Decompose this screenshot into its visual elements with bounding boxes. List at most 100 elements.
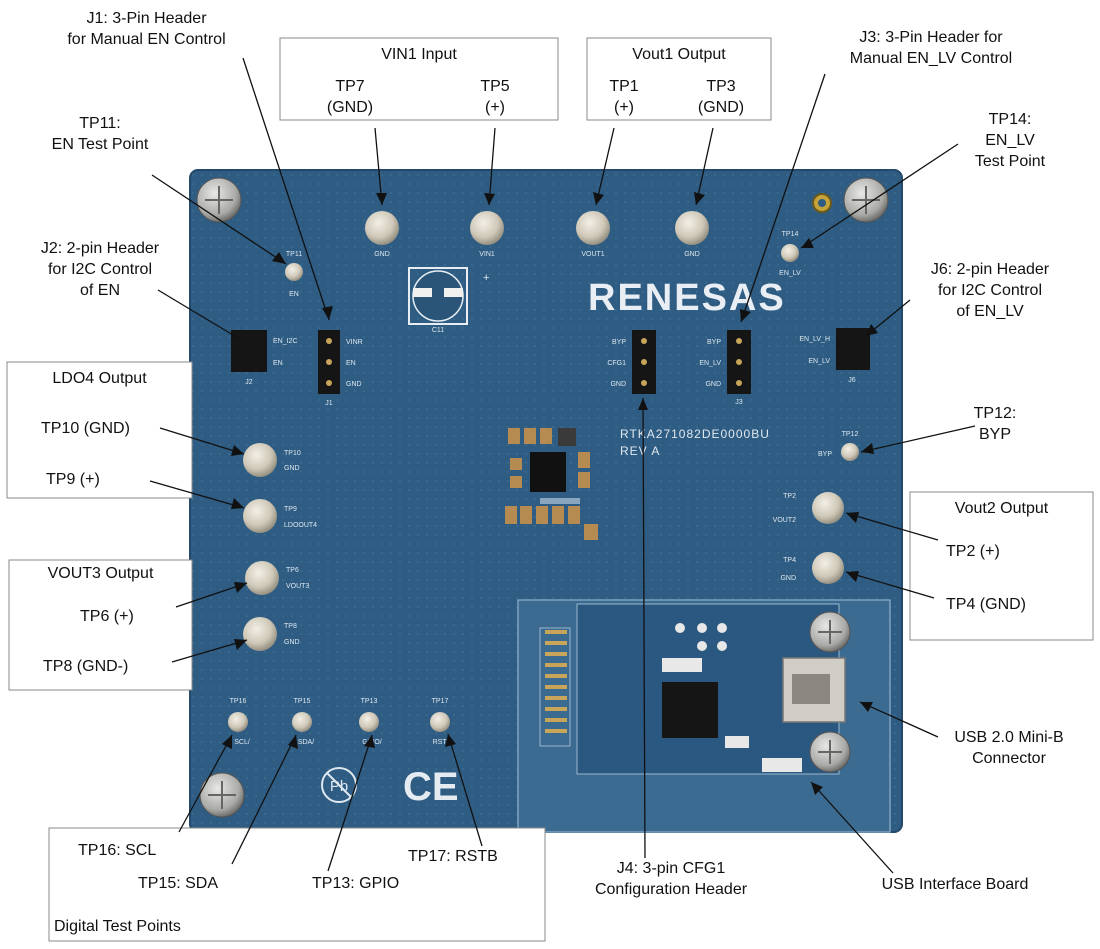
svg-text:GND: GND [346,381,362,388]
label-tp7: TP7(GND) [326,78,374,116]
svg-text:GND: GND [705,381,721,388]
silk-sda: SDA/ [298,739,314,746]
silk-tp12: TP12 [842,431,859,438]
silk-rstb: RSTB [433,739,452,746]
svg-text:EN: EN [273,360,283,367]
label-digital-test-points: Digital Test Points [54,918,181,935]
svg-text:VINR: VINR [346,339,363,346]
right-test-points [812,492,844,584]
silk-tp10-gnd: GND [284,465,300,472]
label-tp9: TP9 (+) [46,471,100,488]
label-tp11: TP11:EN Test Point [51,115,149,153]
silk-tp11: TP11 [286,251,302,258]
label-tp10: TP10 (GND) [41,420,130,437]
revision-silk: REV A [620,444,660,458]
silk-tp9: TP9 [284,506,297,513]
label-tp5: TP5(+) [480,78,510,116]
label-tp1: TP1(+) [609,78,639,116]
header-j1: VINR EN GND J1 [318,330,363,407]
top-test-points [365,211,709,245]
svg-text:C11: C11 [432,327,444,334]
label-tp15: TP15: SDA [138,875,219,892]
svg-text:CFG1: CFG1 [607,360,626,367]
silk-tp13: TP13 [361,698,378,705]
svg-text:EN_I2C: EN_I2C [273,338,298,345]
ic-cluster [505,428,598,540]
svg-text:EN_LV_H: EN_LV_H [799,336,830,343]
silk-tp6: TP6 [286,567,299,574]
svg-text:GND: GND [610,381,626,388]
silk-tp8-gnd: GND [284,639,300,646]
silk-en-lv: EN_LV [779,270,801,277]
callout-boxes [6,37,1094,942]
silk-tp5-vin1: VIN1 [479,251,495,258]
svg-text:J6: J6 [848,377,856,384]
header-j3: BYP EN_LV GND J3 [699,330,751,406]
silk-ldoout4: LDOOUT4 [284,522,317,529]
label-usb-interface-board: USB Interface Board [881,876,1029,893]
label-tp16: TP16: SCL [78,842,157,859]
silk-tp1-vout1: VOUT1 [581,251,604,258]
label-ldo4-output: LDO4 Output [52,370,147,387]
silk-tp8: TP8 [284,623,297,630]
svg-text:BYP: BYP [612,339,626,346]
label-tp2: TP2 (+) [946,543,1000,560]
svg-text:CE: CE [403,765,459,809]
label-vout1-output: Vout1 Output [632,46,726,63]
silk-scl: SCL/ [234,739,250,746]
label-tp3: TP3(GND) [697,78,745,116]
label-tp17: TP17: RSTB [408,848,498,865]
svg-text:+: + [483,272,489,284]
usb-interface-board [517,599,891,833]
label-tp13: TP13: GPIO [312,875,400,892]
svg-text:EN_LV: EN_LV [699,360,721,367]
label-tp6: TP6 (+) [80,608,134,625]
silk-tp4: TP4 [783,557,796,564]
renesas-logo: RENESAS [588,277,786,319]
silk-vout3: VOUT3 [286,583,309,590]
left-test-points [243,443,279,651]
part-number-silk: RTKA271082DE0000BU [620,427,770,441]
silk-vout2: VOUT2 [773,517,796,524]
svg-text:EN_LV: EN_LV [808,358,830,365]
arrowheads [222,192,878,795]
label-tp4: TP4 (GND) [946,596,1026,613]
silk-tp3-gnd: GND [684,251,700,258]
capacitor-c11: C11 + [408,267,489,334]
mounting-screws [196,177,889,818]
svg-text:J2: J2 [245,379,253,386]
label-vin1-input: VIN1 Input [381,46,457,63]
svg-text:J3: J3 [735,399,743,406]
svg-text:BYP: BYP [707,339,721,346]
silk-tp10: TP10 [284,450,301,457]
svg-text:J1: J1 [325,400,333,407]
silk-tp16: TP16 [230,698,247,705]
header-j4: BYP CFG1 GND [607,330,656,394]
silk-tp15: TP15 [294,698,311,705]
header-j6: EN_LV_H EN_LV J6 [799,328,870,384]
label-tp12: TP12:BYP [973,405,1017,443]
silk-tp17: TP17 [432,698,449,705]
small-test-points [228,244,859,732]
certification-marks: Pb CE [321,765,459,809]
silk-tp7-gnd: GND [374,251,390,258]
label-vout2-output: Vout2 Output [954,500,1049,517]
label-tp8: TP8 (GND-) [43,658,129,675]
svg-text:EN: EN [346,360,356,367]
leader-lines [149,57,976,874]
silk-en: EN [289,291,299,298]
silk-tp14: TP14 [782,231,799,238]
silk-tp4-gnd: GND [780,575,796,582]
silk-byp-tp12: BYP [818,451,832,458]
silk-tp2: TP2 [783,493,796,500]
label-vout3-output: VOUT3 Output [47,565,154,582]
